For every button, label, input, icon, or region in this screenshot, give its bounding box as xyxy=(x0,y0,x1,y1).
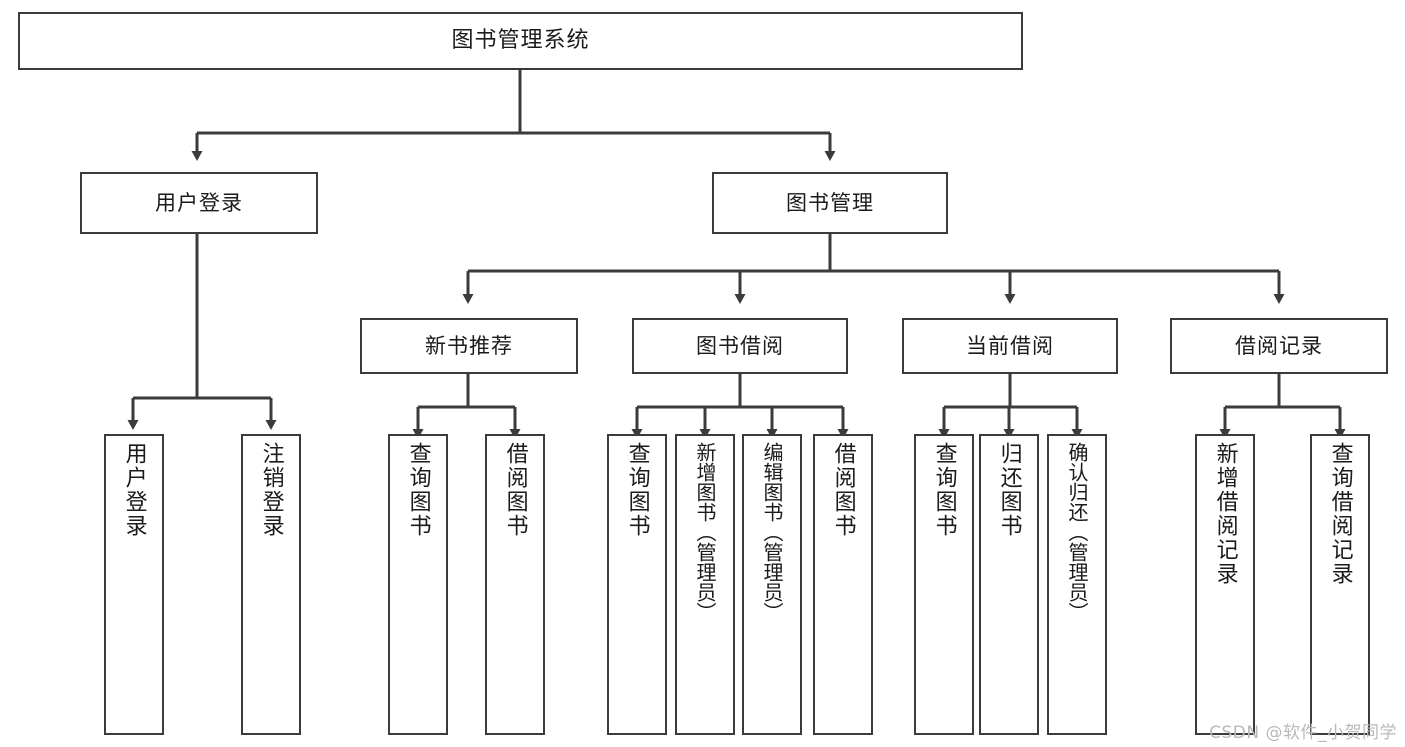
leaf-nb-borrow-book[interactable]: 借阅图书 xyxy=(485,434,545,735)
leaf-nb-query-book-label: 查询图书 xyxy=(405,442,431,538)
leaf-nb-query-book[interactable]: 查询图书 xyxy=(388,434,448,735)
node-book-manage-label: 图书管理 xyxy=(786,190,874,215)
leaf-bb-query-book-label: 查询图书 xyxy=(624,442,650,538)
leaf-bb-borrow-book-label: 借阅图书 xyxy=(830,442,856,538)
leaf-cb-query-book[interactable]: 查询图书 xyxy=(914,434,974,735)
node-current-borrow-label: 当前借阅 xyxy=(966,333,1054,358)
leaf-cb-confirm-return[interactable]: 确认归还（管理员） xyxy=(1047,434,1107,735)
node-user-login[interactable]: 用户登录 xyxy=(80,172,318,234)
leaf-br-add-record-label: 新增借阅记录 xyxy=(1212,442,1238,586)
leaf-br-query-record-label: 查询借阅记录 xyxy=(1327,442,1353,586)
leaf-bb-add-book-label: 新增图书（管理员） xyxy=(693,442,717,622)
node-current-borrow[interactable]: 当前借阅 xyxy=(902,318,1118,374)
leaf-cb-confirm-return-label: 确认归还（管理员） xyxy=(1065,442,1089,622)
node-borrow-record[interactable]: 借阅记录 xyxy=(1170,318,1388,374)
leaf-logout-label: 注销登录 xyxy=(258,442,284,538)
node-book-borrow-label: 图书借阅 xyxy=(696,333,784,358)
leaf-br-query-record[interactable]: 查询借阅记录 xyxy=(1310,434,1370,735)
node-new-book-recommend[interactable]: 新书推荐 xyxy=(360,318,578,374)
leaf-bb-add-book[interactable]: 新增图书（管理员） xyxy=(675,434,735,735)
leaf-cb-return-book[interactable]: 归还图书 xyxy=(979,434,1039,735)
node-borrow-record-label: 借阅记录 xyxy=(1235,333,1323,358)
node-book-borrow[interactable]: 图书借阅 xyxy=(632,318,848,374)
leaf-bb-borrow-book[interactable]: 借阅图书 xyxy=(813,434,873,735)
leaf-cb-query-book-label: 查询图书 xyxy=(931,442,957,538)
leaf-bb-edit-book-label: 编辑图书（管理员） xyxy=(760,442,784,622)
leaf-cb-return-book-label: 归还图书 xyxy=(996,442,1022,538)
leaf-bb-query-book[interactable]: 查询图书 xyxy=(607,434,667,735)
node-root-label: 图书管理系统 xyxy=(451,28,590,53)
node-book-manage[interactable]: 图书管理 xyxy=(712,172,948,234)
leaf-logout[interactable]: 注销登录 xyxy=(241,434,301,735)
node-new-book-recommend-label: 新书推荐 xyxy=(425,333,513,358)
leaf-br-add-record[interactable]: 新增借阅记录 xyxy=(1195,434,1255,735)
leaf-bb-edit-book[interactable]: 编辑图书（管理员） xyxy=(742,434,802,735)
leaf-user-login-label: 用户登录 xyxy=(121,442,147,538)
leaf-nb-borrow-book-label: 借阅图书 xyxy=(502,442,528,538)
node-root[interactable]: 图书管理系统 xyxy=(18,12,1023,70)
node-user-login-label: 用户登录 xyxy=(155,190,243,215)
leaf-user-login[interactable]: 用户登录 xyxy=(104,434,164,735)
